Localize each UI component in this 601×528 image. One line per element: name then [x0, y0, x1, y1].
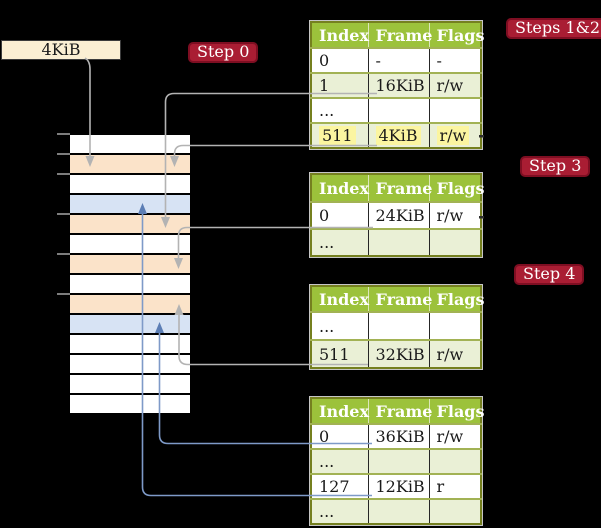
cell-index: 0 — [311, 423, 369, 449]
table-row: ... — [311, 448, 481, 474]
cell-index: ... — [311, 97, 369, 123]
cell-flags — [429, 311, 481, 340]
cell-frame — [368, 311, 430, 340]
cell-flags — [429, 448, 481, 474]
table-row: 1 16KiB r/w — [311, 72, 481, 98]
cell-flags — [429, 228, 481, 256]
col-header-index: Index — [311, 398, 369, 424]
table-header-row: Index Frame Flags — [311, 22, 485, 48]
col-header-index: Index — [311, 286, 369, 312]
table-row: ... — [311, 311, 481, 340]
memory-row-9-table — [70, 295, 190, 315]
cell-index: ... — [311, 228, 369, 256]
col-header-frame: Frame — [368, 174, 432, 202]
table-row: ... — [311, 97, 481, 123]
highlight: 4KiB — [375, 126, 421, 145]
cell-frame — [368, 498, 430, 524]
badge-step-3: Step 3 — [520, 156, 591, 177]
cell-flags — [429, 97, 481, 123]
cell-frame: 12KiB — [368, 473, 430, 499]
table-row: 0 24KiB r/w — [311, 201, 481, 229]
cell-index: 0 — [311, 201, 369, 229]
cell-index: 1 — [311, 72, 369, 98]
memory-row-10-page — [70, 315, 190, 335]
badge-steps-1-2: Steps 1&2 — [506, 18, 601, 39]
cell-flags: - — [429, 47, 481, 73]
highlight: 511 — [319, 126, 356, 145]
memory-row-8-plain — [70, 275, 190, 295]
cell-index: 511 — [311, 339, 369, 368]
cell-frame: - — [368, 47, 430, 73]
col-header-frame: Frame — [368, 22, 432, 48]
table-row: ... — [311, 228, 481, 256]
cell-frame: 16KiB — [368, 72, 430, 98]
table-row: 0 36KiB r/w — [311, 423, 481, 449]
col-header-frame: Frame — [368, 398, 432, 424]
memory-row-11-plain — [70, 335, 190, 355]
cell-index: ... — [311, 311, 369, 340]
badge-step-0: Step 0 — [188, 42, 259, 63]
page-table-level4: Index Frame Flags 0 - - 1 16KiB r/w ... … — [310, 21, 485, 149]
table-row: 127 12KiB r — [311, 473, 481, 499]
cell-flags: r/w — [429, 122, 481, 148]
cell-frame — [368, 97, 430, 123]
cell-flags: r/w — [429, 72, 481, 98]
memory-row-5-table — [70, 215, 190, 235]
memory-row-6-plain — [70, 235, 190, 255]
memory-row-1-plain — [70, 135, 190, 155]
cell-flags: r/w — [429, 423, 481, 449]
cell-frame — [368, 228, 430, 256]
cell-flags: r — [429, 473, 481, 499]
cell-index: ... — [311, 448, 369, 474]
address-tick — [57, 213, 70, 215]
cell-frame — [368, 448, 430, 474]
table-header-row: Index Frame Flags — [311, 174, 485, 202]
col-header-frame: Frame — [368, 286, 432, 312]
page-table-level3: Index Frame Flags 0 24KiB r/w ... — [310, 173, 485, 257]
col-header-index: Index — [311, 174, 369, 202]
cell-flags: r/w — [429, 201, 481, 229]
address-tick — [57, 173, 70, 175]
cell-flags: r/w — [429, 339, 481, 368]
cell-index: 127 — [311, 473, 369, 499]
page-table-level1: Index Frame Flags 0 36KiB r/w ... 127 12… — [310, 397, 485, 525]
cell-frame: 4KiB — [368, 122, 430, 148]
address-tick — [57, 253, 70, 255]
table-header-row: Index Frame Flags — [311, 286, 485, 312]
memory-row-12-plain — [70, 355, 190, 375]
size-label-box: 4KiB — [1, 40, 121, 60]
memory-row-13-plain — [70, 375, 190, 395]
cell-index: 0 — [311, 47, 369, 73]
table-row: ... — [311, 498, 481, 524]
cell-index: ... — [311, 498, 369, 524]
page-table-level2: Index Frame Flags ... 511 32KiB r/w — [310, 285, 485, 369]
address-tick — [57, 153, 70, 155]
address-tick — [57, 133, 70, 135]
memory-row-3-plain — [70, 175, 190, 195]
col-header-index: Index — [311, 22, 369, 48]
cell-frame: 32KiB — [368, 339, 430, 368]
badge-step-4: Step 4 — [514, 264, 585, 285]
memory-row-14-plain — [70, 395, 190, 413]
memory-row-7-table — [70, 255, 190, 275]
col-header-flags: Flags — [429, 286, 485, 312]
cell-frame: 24KiB — [368, 201, 430, 229]
col-header-flags: Flags — [429, 22, 485, 48]
table-row: 511 32KiB r/w — [311, 339, 481, 368]
address-tick — [57, 293, 70, 295]
col-header-flags: Flags — [429, 398, 485, 424]
cell-flags — [429, 498, 481, 524]
cell-frame: 36KiB — [368, 423, 430, 449]
cell-index: 511 — [311, 122, 369, 148]
table-row: 0 - - — [311, 47, 481, 73]
col-header-flags: Flags — [429, 174, 485, 202]
memory-column — [68, 133, 192, 415]
memory-row-4-page — [70, 195, 190, 215]
highlight: r/w — [436, 126, 470, 145]
table-row-highlighted: 511 4KiB r/w — [311, 122, 481, 148]
memory-row-2-table — [70, 155, 190, 175]
table-header-row: Index Frame Flags — [311, 398, 485, 424]
